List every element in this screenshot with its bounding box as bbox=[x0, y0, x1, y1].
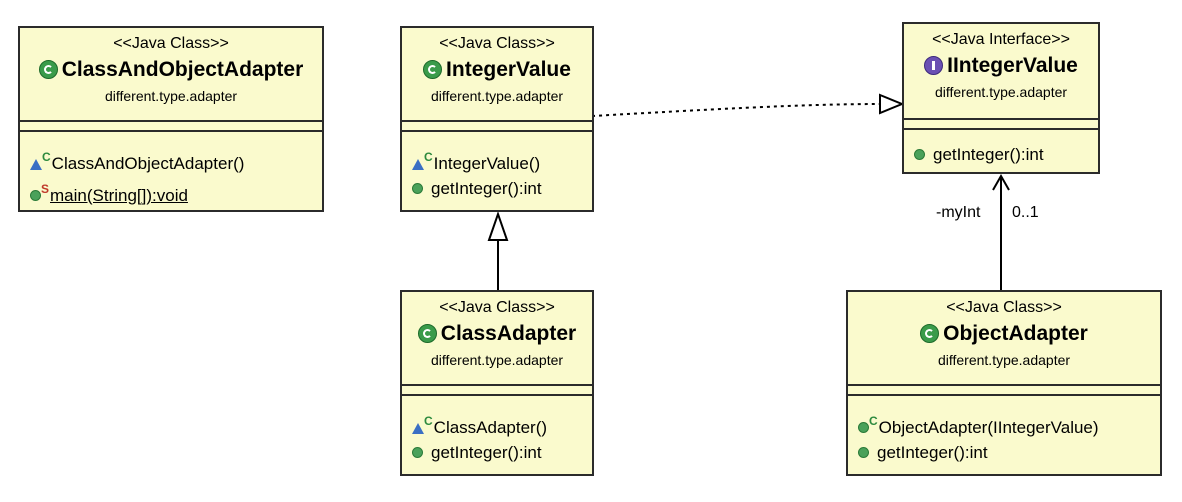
class-c-icon bbox=[38, 60, 58, 79]
member-label: ClassAdapter() bbox=[433, 418, 548, 437]
class-name: ClassAndObjectAdapter bbox=[61, 58, 304, 81]
constructor-triangle-icon bbox=[412, 423, 424, 434]
class-c-icon bbox=[920, 324, 940, 343]
interface-i-icon bbox=[924, 56, 944, 75]
package-name: different.type.adapter bbox=[934, 84, 1068, 100]
class-box-classandobjectadapter[interactable]: <<Java Class>> ClassAndObjectAdapter dif… bbox=[18, 26, 324, 212]
association-role-label: -myInt bbox=[936, 204, 981, 221]
section-divider bbox=[402, 130, 592, 132]
interface-name: IIntegerValue bbox=[947, 54, 1078, 77]
package-name: different.type.adapter bbox=[937, 352, 1071, 368]
public-method-dot-icon bbox=[914, 149, 925, 160]
class-name: ClassAdapter bbox=[440, 322, 577, 345]
section-divider bbox=[904, 128, 1098, 130]
constructor-c-marker: C bbox=[869, 414, 878, 428]
member-row[interactable]: CClassAdapter() bbox=[410, 410, 588, 439]
constructor-c-marker: C bbox=[424, 414, 433, 428]
constructor-triangle-icon bbox=[412, 159, 424, 170]
member-label: ClassAndObjectAdapter() bbox=[51, 154, 245, 173]
public-method-dot-icon bbox=[858, 447, 869, 458]
member-row[interactable]: getInteger():int bbox=[856, 442, 1156, 464]
interface-box-iintegervalue[interactable]: <<Java Interface>> IIntegerValue differe… bbox=[902, 22, 1100, 174]
class-name: IntegerValue bbox=[446, 58, 571, 81]
member-label: getInteger():int bbox=[933, 145, 1044, 164]
public-method-dot-icon bbox=[412, 183, 423, 194]
association-multiplicity-label: 0..1 bbox=[1012, 204, 1039, 221]
realization-arrow bbox=[591, 93, 905, 117]
section-divider bbox=[20, 130, 322, 132]
class-c-icon bbox=[417, 324, 437, 343]
member-row[interactable]: CIntegerValue() bbox=[410, 146, 588, 175]
package-name: different.type.adapter bbox=[104, 88, 238, 104]
member-row[interactable]: getInteger():int bbox=[912, 144, 1094, 166]
class-box-classadapter[interactable]: <<Java Class>> ClassAdapter different.ty… bbox=[400, 290, 594, 476]
package-name: different.type.adapter bbox=[430, 352, 564, 368]
stereotype: <<Java Class>> bbox=[439, 35, 555, 52]
section-divider bbox=[848, 384, 1160, 386]
member-row[interactable]: getInteger():int bbox=[410, 442, 588, 464]
generalization-arrow bbox=[487, 210, 509, 290]
class-box-integervalue[interactable]: <<Java Class>> IntegerValue different.ty… bbox=[400, 26, 594, 212]
member-row[interactable]: Smain(String[]):void bbox=[28, 178, 318, 207]
member-row[interactable]: getInteger():int bbox=[410, 178, 588, 200]
member-label: getInteger():int bbox=[877, 443, 988, 462]
static-s-marker: S bbox=[41, 182, 50, 196]
member-row[interactable]: CClassAndObjectAdapter() bbox=[28, 146, 318, 175]
public-method-dot-icon bbox=[858, 422, 869, 433]
constructor-c-marker: C bbox=[42, 150, 51, 164]
member-row[interactable]: CObjectAdapter(IIntegerValue) bbox=[856, 410, 1156, 439]
member-label: main(String[]):void bbox=[50, 186, 188, 205]
class-name: ObjectAdapter bbox=[943, 322, 1088, 345]
package-name: different.type.adapter bbox=[430, 88, 564, 104]
stereotype: <<Java Interface>> bbox=[932, 31, 1070, 48]
stereotype: <<Java Class>> bbox=[439, 299, 555, 316]
section-divider bbox=[402, 394, 592, 396]
section-divider bbox=[20, 120, 322, 122]
member-label: getInteger():int bbox=[431, 179, 542, 198]
section-divider bbox=[402, 384, 592, 386]
section-divider bbox=[904, 118, 1098, 120]
class-box-objectadapter[interactable]: <<Java Class>> ObjectAdapter different.t… bbox=[846, 290, 1162, 476]
public-method-dot-icon bbox=[30, 190, 41, 201]
section-divider bbox=[848, 394, 1160, 396]
association-arrow bbox=[992, 173, 1010, 290]
member-label: IntegerValue() bbox=[433, 154, 541, 173]
section-divider bbox=[402, 120, 592, 122]
member-label: ObjectAdapter(IIntegerValue) bbox=[878, 418, 1099, 437]
constructor-c-marker: C bbox=[424, 150, 433, 164]
constructor-triangle-icon bbox=[30, 159, 42, 170]
member-label: getInteger():int bbox=[431, 443, 542, 462]
stereotype: <<Java Class>> bbox=[946, 299, 1062, 316]
public-method-dot-icon bbox=[412, 447, 423, 458]
class-c-icon bbox=[423, 60, 443, 79]
stereotype: <<Java Class>> bbox=[113, 35, 229, 52]
